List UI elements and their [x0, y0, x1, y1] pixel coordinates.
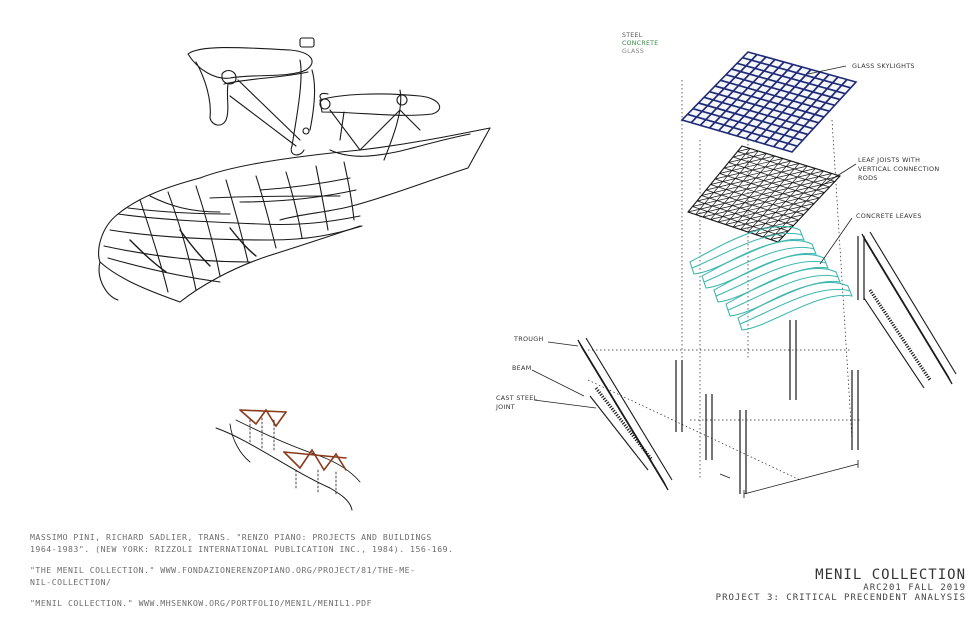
- concrete-leaves-layer: [689, 225, 853, 331]
- concrete-leaf-edge: [715, 260, 827, 297]
- reference-1-line-2: 1964-1983". (NEW YORK: RIZZOLI INTERNATI…: [30, 543, 454, 554]
- leaf-joists-layer: [687, 145, 842, 243]
- skylight-mullion: [782, 78, 848, 150]
- leaf-joist-diagonal: [737, 148, 751, 152]
- reference-2-line-1: "THE MENIL COLLECTION." WWW.FONDAZIONERE…: [30, 565, 416, 575]
- concrete-leaf-edge: [691, 232, 803, 269]
- columns: [675, 236, 865, 494]
- leaf-joist-diagonal: [723, 155, 775, 169]
- project-title: MENIL COLLECTION: [815, 567, 966, 583]
- leaf-joist-diagonal: [717, 197, 820, 223]
- legend-glass: GLASS: [622, 48, 644, 55]
- leaf-joist-diagonal: [728, 153, 767, 163]
- leaf-joist-diagonal: [732, 150, 759, 158]
- truss-detail-sketch: [215, 408, 361, 511]
- leaf-joist-diagonal: [725, 203, 815, 225]
- reference-2-line-2: NIL-COLLECTION/: [30, 576, 112, 587]
- roof-sketch: [98, 37, 491, 303]
- concrete-leaf: [713, 253, 829, 303]
- label-cast-steel-1: CAST STEEL: [496, 394, 538, 402]
- leaf-joist-diagonal: [701, 168, 816, 196]
- project-line: PROJECT 3: CRITICAL PRECENDENT ANALYSIS: [715, 593, 966, 603]
- leaf-joist-diagonal: [710, 163, 800, 185]
- leaf-joist-diagonal: [695, 181, 835, 215]
- skylight-mullion: [687, 113, 798, 147]
- glass-skylights-layer: [680, 51, 858, 153]
- legend-steel: STEEL: [622, 32, 643, 39]
- concrete-leaf-edge: [703, 246, 815, 283]
- leaf-joist-diagonal: [696, 170, 824, 202]
- leaf-joist-diagonal: [770, 236, 784, 240]
- leaf-joist-diagonal: [740, 214, 804, 230]
- title-block: MENIL COLLECTION ARC201 FALL 2019 PROJEC…: [716, 567, 966, 603]
- concrete-leaf: [725, 267, 841, 317]
- label-trough: TROUGH: [513, 335, 544, 343]
- trough-beam-left: [577, 337, 673, 491]
- leaf-joist-diagonal: [714, 160, 792, 180]
- reference-2: "THE MENIL COLLECTION." WWW.FONDAZIONERE…: [30, 565, 510, 588]
- reference-1-line-1: MASSIMO PINI, RICHARD SADLIER, TRANS. "R…: [30, 532, 432, 542]
- dimension-line: [719, 460, 859, 498]
- concrete-leaf: [737, 281, 853, 331]
- material-legend: STEEL CONCRETE GLASS: [622, 32, 658, 55]
- skylight-mullion: [692, 107, 803, 142]
- trough-beam-right: [861, 231, 957, 389]
- label-concrete-leaves: CONCRETE LEAVES: [856, 212, 922, 220]
- label-leaf-joists-2: VERTICAL CONNECTION: [858, 165, 939, 173]
- concrete-leaf: [689, 225, 805, 275]
- references: MASSIMO PINI, RICHARD SADLIER, TRANS. "R…: [30, 532, 510, 620]
- reference-3-line-1: "MENIL COLLECTION." WWW.MHSENKOW.ORG/POR…: [30, 598, 373, 608]
- leaf-joist-diagonal: [692, 173, 832, 207]
- concrete-leaf-edge: [727, 274, 839, 311]
- leaf-joist-diagonal: [719, 158, 783, 174]
- leaf-joist-diagonal: [705, 165, 808, 191]
- leader-lines: [531, 65, 857, 409]
- reference-1: MASSIMO PINI, RICHARD SADLIER, TRANS. "R…: [30, 532, 510, 555]
- concrete-leaf: [701, 239, 817, 289]
- label-cast-steel-2: JOINT: [495, 403, 515, 411]
- leaf-joist-diagonal: [747, 219, 799, 233]
- callout-labels: GLASS SKYLIGHTS LEAF JOISTS WITH VERTICA…: [495, 62, 939, 411]
- concrete-leaf-edge: [739, 288, 851, 325]
- leaf-joist-diagonal: [687, 175, 841, 213]
- label-leaf-joists-3: RODS: [858, 174, 878, 182]
- label-leaf-joists-1: LEAF JOISTS WITH: [858, 156, 920, 164]
- leaf-joist-diagonal: [710, 192, 825, 220]
- label-beam: BEAM: [512, 364, 532, 372]
- leaf-joist-diagonal: [732, 208, 810, 228]
- leaf-joist-diagonal: [702, 186, 830, 218]
- label-glass-skylights: GLASS SKYLIGHTS: [852, 62, 915, 70]
- legend-concrete: CONCRETE: [622, 40, 658, 47]
- course-line: ARC201 FALL 2019: [863, 583, 966, 593]
- reference-3: "MENIL COLLECTION." WWW.MHSENKOW.ORG/POR…: [30, 598, 510, 610]
